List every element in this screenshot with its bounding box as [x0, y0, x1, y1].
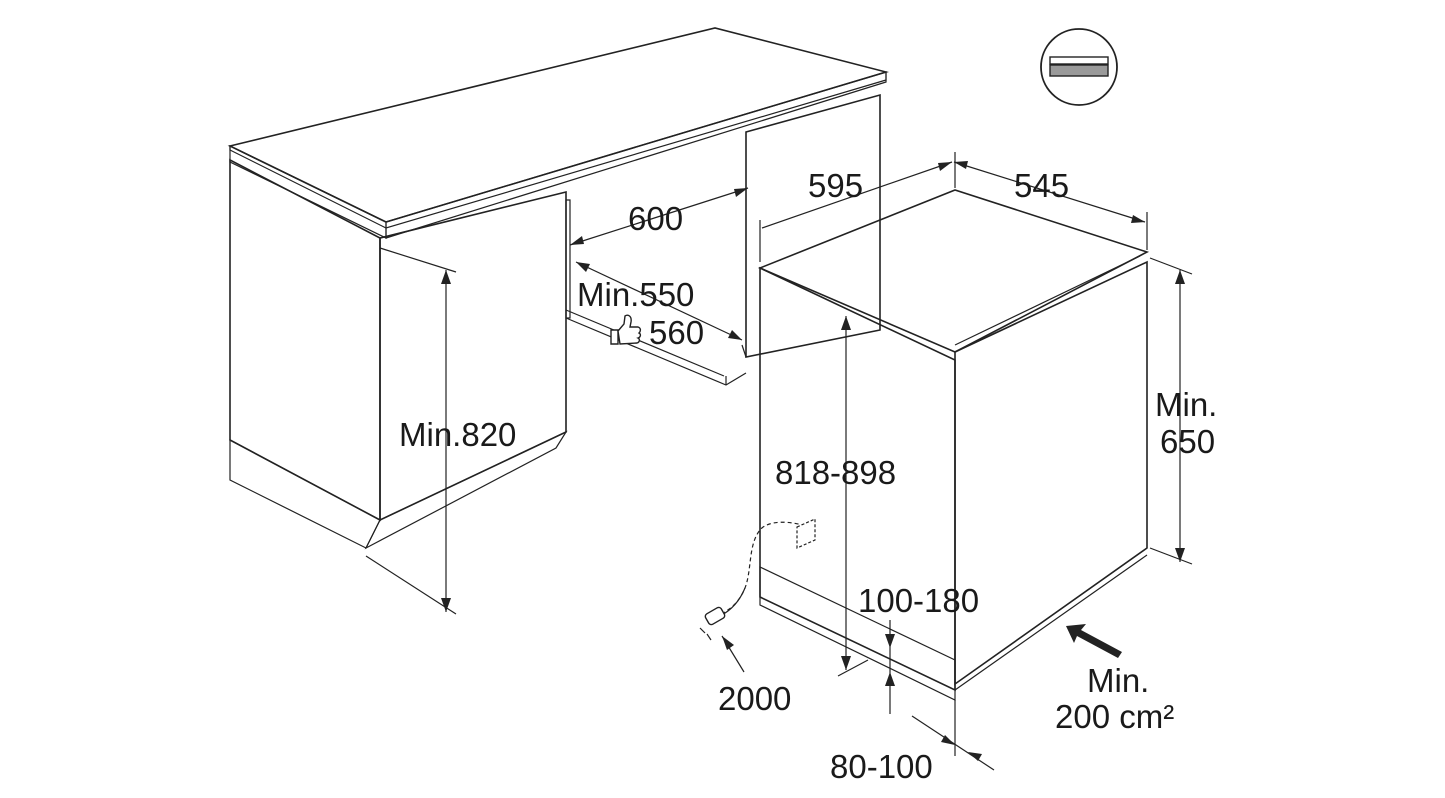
- ventilation-arrow-icon: [1066, 624, 1122, 658]
- plinth-height-label: 100-180: [858, 582, 979, 619]
- depth-recommended-label: 560: [649, 314, 704, 351]
- thumbs-up-icon: [610, 314, 642, 345]
- cabinet-width-label: 600: [628, 200, 683, 237]
- power-cable: [699, 518, 816, 641]
- appliance-depth-label: 545: [1014, 167, 1069, 204]
- height-min-label: Min.820: [399, 416, 516, 453]
- depth-min-label: Min.550: [577, 276, 694, 313]
- appliance-height-label: 818-898: [775, 454, 896, 491]
- appliance-width-label: 595: [808, 167, 863, 204]
- door-height-value-label: 650: [1160, 423, 1215, 460]
- vent-area-label: 200 cm²: [1055, 698, 1174, 735]
- dimension-lines: [365, 152, 1193, 771]
- cable-length-label: 2000: [718, 680, 791, 717]
- vent-min-label: Min.: [1087, 662, 1149, 699]
- appliance-body: [757, 189, 1150, 701]
- door-height-min-label: Min.: [1155, 386, 1217, 423]
- countertop: [227, 27, 889, 223]
- plinth-depth-label: 80-100: [830, 748, 933, 785]
- plug-icon: [699, 606, 726, 641]
- built-under-appliance-icon: [1040, 28, 1118, 106]
